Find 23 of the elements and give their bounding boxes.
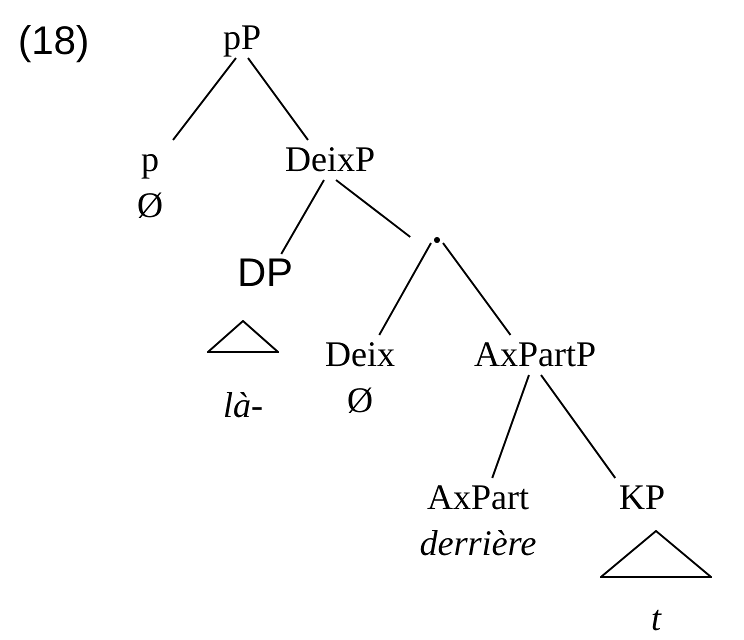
node-label: Ø [136,184,164,227]
node-label: Deix [324,333,396,376]
node-caption: t [650,598,663,638]
branch-point [434,237,440,243]
tree-branch [172,57,237,141]
node-label: Ø [346,379,374,422]
node-label: pP [222,16,262,59]
tree-branch [378,242,432,336]
node-label: DeixP [284,138,376,181]
node-label: derrière [418,522,538,565]
example-number: (18) [18,18,90,64]
tree-branch [280,180,325,254]
node-caption: là- [222,385,264,425]
node-label: p [140,138,160,181]
tree-branch [247,57,309,141]
node-label: KP [618,476,666,519]
node-label: DP [236,250,294,296]
tree-branch [491,374,530,478]
node-label: AxPart [426,476,530,519]
tree-branch [442,242,512,336]
tree-branch [540,374,616,479]
node-label: AxPartP [472,333,597,376]
tree-branch [335,179,411,238]
